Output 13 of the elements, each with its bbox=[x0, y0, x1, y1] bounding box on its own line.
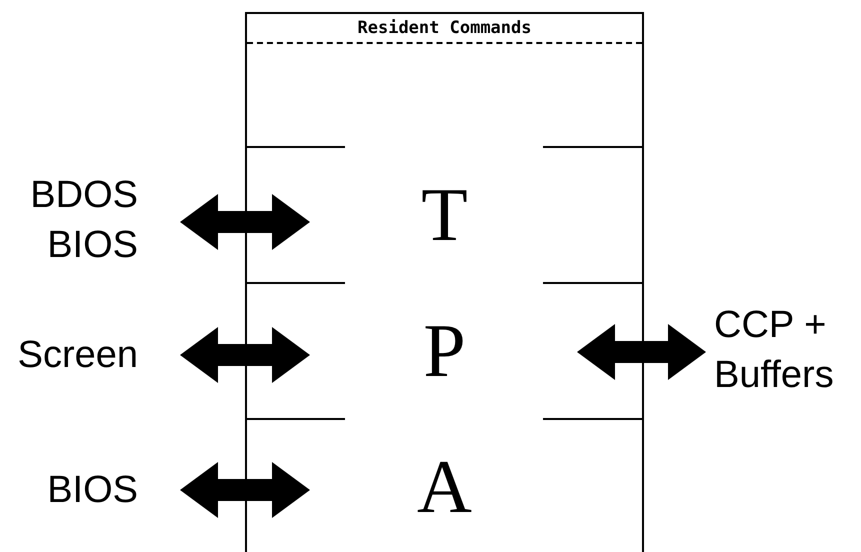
memory-column bbox=[245, 12, 644, 552]
region-letter: T bbox=[420, 175, 469, 255]
header-text: Resident Commands bbox=[247, 18, 642, 44]
label-text: BDOS BIOS bbox=[6, 170, 138, 280]
region-letter: P bbox=[422, 311, 467, 391]
label-text: BIOS bbox=[6, 465, 138, 517]
double-arrow bbox=[180, 327, 310, 383]
region-letter: A bbox=[416, 447, 473, 527]
double-arrow bbox=[577, 324, 706, 380]
label-text: Screen bbox=[6, 330, 138, 382]
label-text: CCP + Buffers bbox=[714, 300, 859, 410]
double-arrow bbox=[180, 194, 310, 250]
double-arrow bbox=[180, 462, 310, 518]
